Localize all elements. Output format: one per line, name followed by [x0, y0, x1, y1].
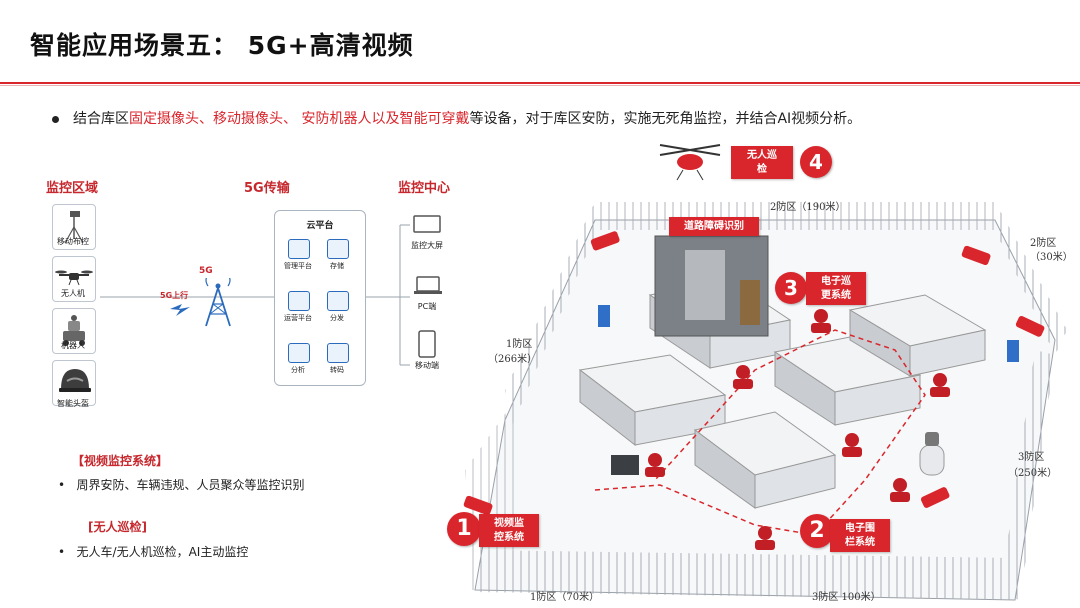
zone-label: 2防区（190米） [770, 202, 846, 213]
system-bullet: • 周界安防、车辆违规、人员聚众等监控识别 [58, 476, 305, 493]
panel-left [598, 305, 610, 327]
system-bullet-text: 无人车/无人机巡检，AI主动监控 [76, 545, 249, 559]
uplink-label: 5G上行 [160, 291, 189, 300]
monitor-column: 移动布控 无人机 机器人 智能头盔 [40, 198, 110, 412]
drone-illustration [659, 144, 721, 181]
callout-label-1: 视频监 控系统 [479, 514, 539, 547]
warehouse-5 [693, 411, 837, 509]
callout-label-4: 无人巡 检 [731, 146, 793, 179]
system-bullet: • 无人车/无人机巡检，AI主动监控 [58, 543, 248, 560]
callout-label-3: 电子巡 更系统 [806, 272, 866, 305]
warehouse-4 [848, 294, 987, 377]
tower-label: 5G [199, 266, 213, 276]
road-obstacle-label: 道路障碍识别 [669, 217, 759, 236]
fence-bottom [475, 550, 1015, 600]
fence-right [1000, 350, 1055, 600]
monitor-item-label: 无人机 [61, 289, 85, 298]
title-divider [0, 82, 1080, 84]
transcode-icon [327, 343, 349, 363]
patrol-route [594, 329, 926, 536]
robot-icon [63, 315, 85, 346]
monitor-item-robot [52, 308, 96, 354]
fence-right-top [995, 202, 1067, 355]
center-item-label: PC端 [417, 302, 437, 311]
camera-icons [463, 231, 1045, 516]
zone-label: 3防区 100米） [812, 592, 881, 603]
bullet-dot-icon: • [58, 545, 66, 559]
bullet-dot-icon: • [58, 478, 66, 492]
cloud-item-label: 存储 [330, 262, 344, 270]
security-robot [919, 432, 945, 476]
monitor-item-label: 智能头盔 [57, 399, 89, 408]
cloud-item-label: 分析 [291, 366, 305, 374]
warehouse-3 [773, 334, 922, 426]
fence-left-low [465, 400, 515, 590]
cloud-item-label: 转码 [330, 366, 344, 374]
callout-label-2: 电子围 栏系统 [830, 519, 890, 552]
panel-right [1007, 340, 1019, 362]
computer-icon [611, 455, 639, 475]
warehouse-1 [578, 354, 727, 447]
intro-highlight: 固定摄像头、移动摄像头、 安防机器人以及智能可穿戴 [129, 111, 470, 127]
cell-tower-icon [205, 278, 231, 327]
system-title: [无人巡检] [88, 520, 147, 534]
system-bullet-text: 周界安防、车辆违规、人员聚众等监控识别 [76, 478, 305, 492]
cloud-item-label: 运营平台 [284, 314, 312, 322]
zone-label: 3防区 [1018, 452, 1045, 463]
monitor-item-helmet [52, 360, 96, 406]
callout-number-2: 2 [800, 514, 834, 548]
road-photo-obstacle [740, 280, 760, 325]
callout-number-3: 3 [775, 272, 807, 304]
analysis-icon [288, 343, 310, 363]
distribute-icon [327, 291, 349, 311]
col-title-monitor: 监控区域 [46, 181, 99, 196]
tripod-camera-icon [64, 211, 84, 244]
diagram-connectors [100, 224, 410, 366]
callout-number-4: 4 [800, 146, 832, 178]
zone-label: （266米） [488, 354, 538, 365]
zone-label: 2防区 [1030, 238, 1057, 249]
monitor-item-drone [52, 256, 96, 302]
center-item-label: 移动端 [415, 361, 439, 370]
storage-icon [327, 239, 349, 259]
code-icon [288, 291, 310, 311]
monitor-item-mobile [52, 204, 96, 250]
drone-icon [55, 270, 93, 286]
center-item-label: 监控大屏 [411, 241, 443, 250]
cloud-title: 云平台 [306, 221, 334, 231]
helmet-icon [59, 369, 91, 392]
intro-bullet: 结合库区固定摄像头、移动摄像头、 安防机器人以及智能可穿戴等设备，对于库区安防，… [52, 108, 861, 128]
cloud-item-label: 分发 [330, 314, 344, 322]
zone-label: 1防区 [506, 339, 533, 350]
zone-label: 1防区（70米） [530, 592, 600, 603]
laptop-icon [414, 276, 442, 294]
bullet-dot-icon [52, 115, 59, 123]
zone-label: （30米） [1030, 252, 1073, 263]
page-title: 智能应用场景五： 5G+高清视频 [30, 31, 414, 60]
intro-suffix: 等设备，对于库区安防，实施无死角监控，并结合AI视频分析。 [469, 111, 862, 127]
management-icon [288, 239, 310, 259]
fence-left [505, 202, 595, 430]
warehouse-scene [463, 144, 1067, 601]
system-title: 【视频监控系统】 [72, 454, 169, 468]
intro-prefix: 结合库区 [73, 111, 129, 127]
road-photo-door [685, 250, 725, 320]
title-divider-shadow [0, 85, 1080, 86]
zone-label: （250米） [1008, 468, 1058, 479]
guard-icons [645, 309, 950, 550]
callout-number-1: 1 [447, 512, 481, 546]
mobile-phone-icon [418, 330, 436, 358]
cloud-platform-box: 云平台 管理平台 存储 运营平台 分发 分析 转码 [274, 210, 366, 386]
monitor-item-label: 机器人 [61, 341, 85, 350]
monitor-item-label: 移动布控 [57, 237, 89, 246]
col-title-center: 监控中心 [398, 181, 451, 196]
lightning-icon [170, 304, 190, 316]
cloud-item-label: 管理平台 [284, 262, 312, 270]
col-title-5g: 5G传输 [244, 181, 290, 196]
big-screen-icon [413, 215, 441, 233]
